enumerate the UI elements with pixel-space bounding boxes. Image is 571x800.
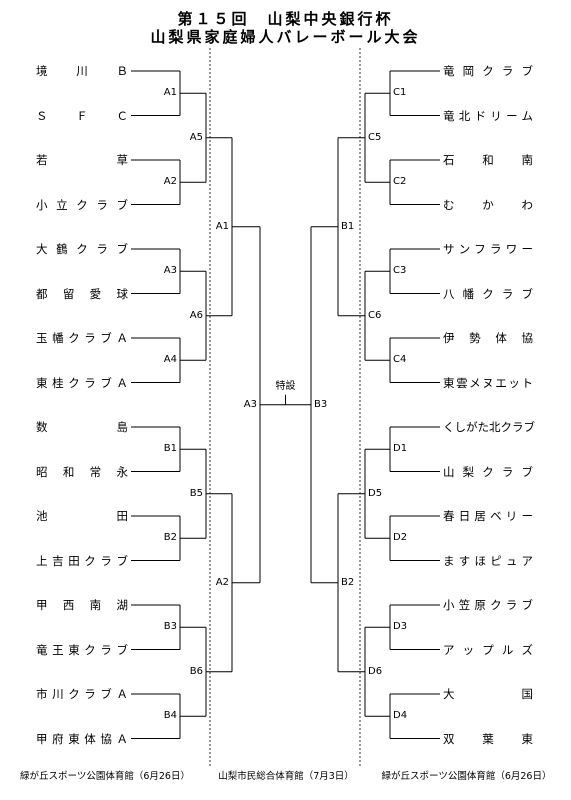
team-right: 竜岡クラブ (443, 64, 533, 78)
team-left: 東桂クラブＡ (36, 375, 128, 390)
match-label-left-r3: A1 (214, 220, 230, 233)
team-left: 若 草 (36, 153, 128, 167)
match-label-right-r2: D5 (367, 487, 384, 500)
team-right: 八幡クラブ (443, 286, 533, 301)
team-left: 竜王東クラブ (36, 642, 128, 657)
bracket-subtitle: 山梨県家庭婦人バレーボール大会 (150, 28, 421, 46)
match-label-right-r1: D1 (392, 443, 409, 456)
team-right: 伊勢体協 (443, 331, 533, 345)
team-right: ますほピュア (443, 553, 533, 568)
match-label-right-r2: C6 (367, 309, 383, 322)
match-label-right-r1: C4 (392, 354, 408, 367)
team-right: アップルズ (443, 642, 533, 657)
team-right: 東雲メヌエット (443, 375, 533, 390)
match-label-left-r1: B1 (162, 443, 178, 456)
match-label-right-r1: D3 (392, 621, 409, 634)
match-label-left-r4: A3 (242, 398, 258, 411)
match-label-right-r1: D4 (392, 710, 409, 723)
team-right: サンフラワー (443, 242, 533, 256)
team-right: 山梨クラブ (443, 464, 533, 479)
match-label-left-r1: A2 (162, 176, 178, 189)
match-label-left-r2: B6 (188, 665, 204, 678)
team-right: 石和南 (443, 153, 533, 167)
match-label-left-r2: A6 (188, 309, 204, 322)
match-label-left-r1: B3 (162, 621, 178, 634)
team-left: 昭和常永 (36, 464, 128, 479)
match-label-right-r2: C5 (367, 131, 383, 144)
venue-left: 緑が丘スポーツ公園体育館（6月26日） (20, 771, 190, 782)
match-label-left-r1: A3 (162, 265, 178, 278)
match-label-right-r3: B2 (340, 576, 356, 589)
match-label-right-r1: C1 (392, 87, 408, 100)
team-right: 大 国 (443, 687, 533, 701)
match-label-left-r2: A5 (188, 131, 204, 144)
team-left: 池 田 (36, 509, 128, 523)
match-label-left-r1: A4 (162, 354, 178, 367)
match-label-left-r2: B5 (188, 487, 204, 500)
team-right: 小笠原クラブ (443, 598, 533, 612)
team-right: むかわ (443, 197, 533, 212)
team-left: 玉幡クラブＡ (36, 331, 128, 345)
team-right: くしがた北クラブ (443, 420, 535, 434)
team-right: 竜北ドリーム (443, 108, 533, 123)
special-match-label: 特設 (274, 380, 297, 393)
match-label-right-r1: D2 (392, 532, 409, 545)
match-label-right-r2: D6 (367, 665, 384, 678)
bracket-title: 第１５回 山梨中央銀行杯 (177, 10, 394, 28)
team-left: 都留愛球 (36, 286, 128, 301)
team-left: 大鶴クラブ (36, 242, 128, 256)
team-left: ＳＦＣ (36, 108, 128, 123)
team-left: 境 川 Ｂ (36, 64, 128, 78)
team-right: 双葉東 (443, 731, 533, 746)
team-left: 市川クラブＡ (36, 687, 128, 701)
venue-center: 山梨市民総合体育館（7月3日） (218, 771, 354, 782)
match-label-left-r1: B4 (162, 710, 178, 723)
match-label-right-r1: C2 (392, 176, 408, 189)
venue-right: 緑が丘スポーツ公園体育館（6月26日） (381, 771, 552, 782)
team-left: 数 島 (36, 420, 128, 434)
team-right: 春日居ベリー (443, 509, 533, 523)
match-label-left-r3: A2 (214, 576, 230, 589)
match-label-right-r3: B1 (340, 220, 356, 233)
team-left: 甲府東体協Ａ (36, 731, 128, 746)
match-label-right-r1: C3 (392, 265, 408, 278)
team-left: 小立クラブ (36, 197, 128, 212)
match-label-left-r1: A1 (162, 87, 178, 100)
match-label-left-r1: B2 (162, 532, 178, 545)
team-left: 甲西南湖 (36, 598, 128, 612)
team-left: 上吉田クラブ (36, 553, 128, 568)
match-label-right-r4: B3 (313, 398, 329, 411)
